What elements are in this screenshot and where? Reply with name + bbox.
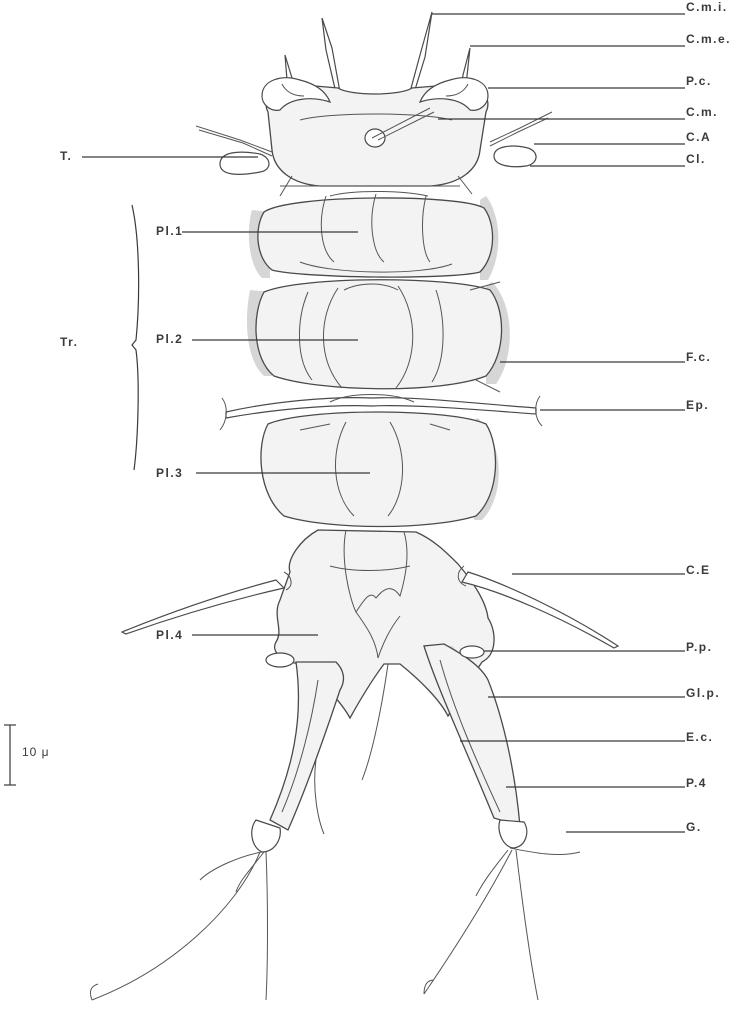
label-cm: C.m.: [686, 105, 718, 119]
head-capsule: [220, 78, 536, 196]
label-pl1: Pl.1: [156, 224, 183, 238]
label-ce: C.E: [686, 563, 711, 577]
label-cme: C.m.e.: [686, 32, 731, 46]
label-p4: P.4: [686, 776, 707, 790]
thoracic-segment-3: [261, 412, 499, 527]
label-g: G.: [686, 820, 702, 834]
claws-and-setae: [90, 848, 580, 1000]
label-tr: Tr.: [60, 335, 79, 349]
label-glp: Gl.p.: [686, 686, 720, 700]
label-ca: C.A: [686, 130, 711, 144]
label-pl2: Pl.2: [156, 332, 183, 346]
label-ep: Ep.: [686, 398, 709, 412]
scale-bar: [4, 725, 16, 785]
label-pl4: Pl.4: [156, 628, 183, 642]
segment-4: [122, 530, 618, 718]
tergum-bracket: [132, 205, 139, 470]
label-pp: P.p.: [686, 640, 712, 654]
thoracic-segment-2: [247, 280, 510, 392]
scale-bar-label: 10 μ: [22, 745, 50, 759]
label-pc: P.c.: [686, 74, 712, 88]
label-ec: E.c.: [686, 730, 713, 744]
label-cmi: C.m.i.: [686, 0, 728, 14]
leg-4: [252, 644, 527, 852]
label-t: T.: [60, 149, 72, 163]
label-pl3: Pl.3: [156, 466, 183, 480]
thoracic-segment-1: [249, 192, 499, 281]
label-fc: F.c.: [686, 350, 711, 364]
label-cl: Cl.: [686, 152, 706, 166]
